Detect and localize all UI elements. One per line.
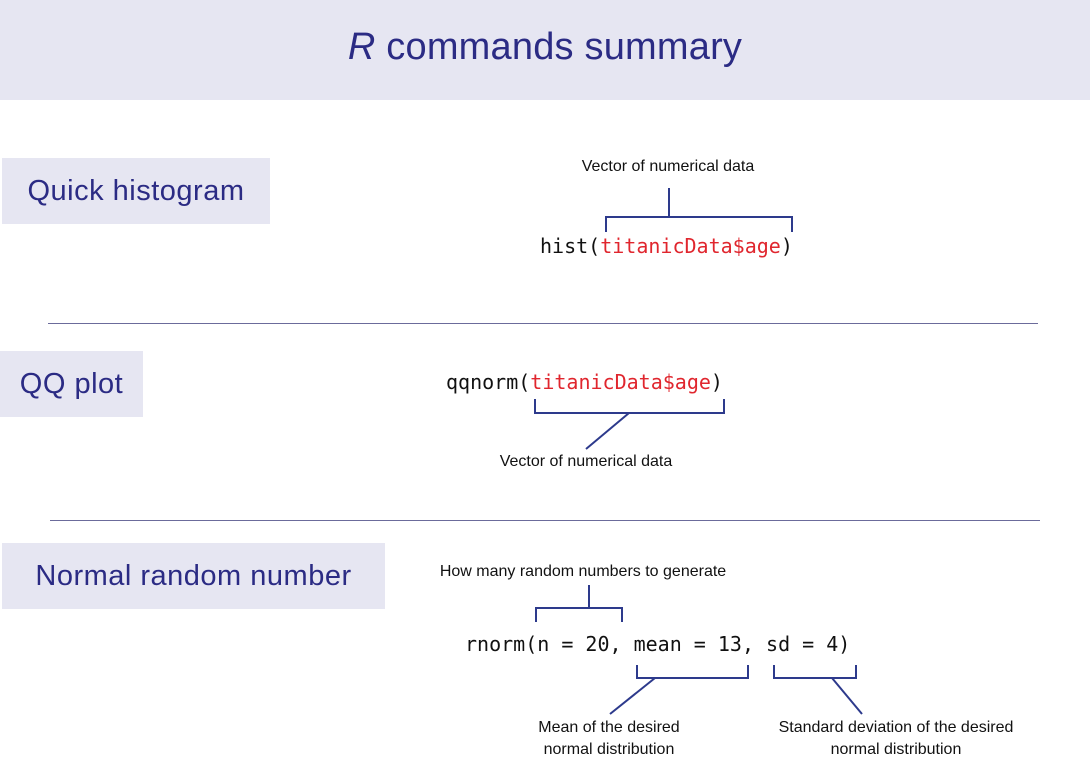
bracket-rnorm-n (535, 585, 623, 622)
annotation-rnorm-mean: Mean of the desired normal distribution (509, 717, 709, 761)
section-label-qqplot: QQ plot (0, 351, 143, 417)
section-label-rnorm: Normal random number (2, 543, 385, 609)
page-title: R commands summary (348, 26, 742, 69)
annotation-rnorm-sd-line1: Standard deviation of the desired (778, 719, 1014, 736)
code-qqnorm-close: ) (710, 370, 723, 394)
code-qqnorm-func: qqnorm( (446, 370, 531, 394)
code-rnorm: rnorm(n = 20, mean = 13, sd = 4) (465, 632, 851, 656)
annotation-qq-vector: Vector of numerical data (499, 453, 673, 470)
annotation-rnorm-sd-line2: normal distribution (830, 741, 962, 758)
annotation-rnorm-mean-line2: normal distribution (543, 741, 675, 758)
code-qqnorm-arg: titanicData$age (530, 370, 711, 394)
annotation-rnorm-sd: Standard deviation of the desired normal… (756, 717, 1036, 761)
annotation-hist-vector: Vector of numerical data (581, 158, 755, 175)
code-hist: hist(titanicData$age) (540, 234, 793, 258)
section-label-histogram: Quick histogram (2, 158, 270, 224)
annotation-rnorm-n: How many random numbers to generate (439, 563, 727, 580)
divider-2 (50, 520, 1040, 521)
code-hist-close: ) (780, 234, 793, 258)
title-rest: commands summary (375, 25, 743, 68)
bracket-qqnorm-arg (534, 399, 725, 450)
bracket-hist-arg (605, 188, 793, 232)
header-banner: R commands summary (0, 0, 1090, 100)
code-qqnorm: qqnorm(titanicData$age) (446, 370, 723, 394)
bracket-rnorm-sd (773, 665, 863, 715)
divider-1 (48, 323, 1038, 324)
code-hist-arg: titanicData$age (600, 234, 781, 258)
bracket-rnorm-mean (609, 665, 749, 715)
title-r: R (347, 25, 376, 68)
code-hist-func: hist( (540, 234, 601, 258)
annotation-rnorm-mean-line1: Mean of the desired (538, 719, 680, 736)
